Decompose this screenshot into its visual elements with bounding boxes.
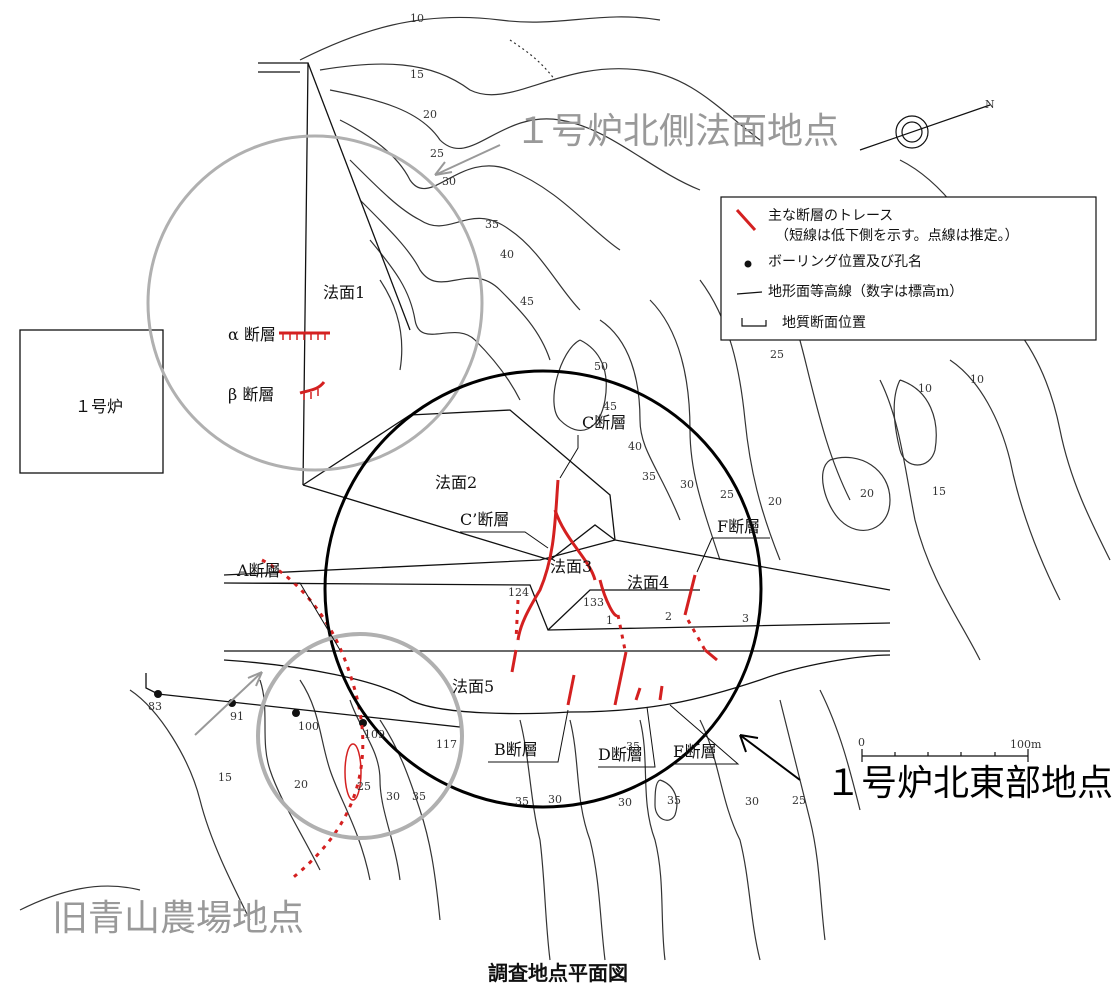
label-leaders <box>237 435 770 768</box>
svg-text:100: 100 <box>298 720 319 733</box>
legend-section: 地質断面位置 <box>782 315 866 331</box>
fault-a-label: A断層 <box>236 561 281 580</box>
scale-bar: 0 100m <box>858 736 1042 762</box>
svg-text:30: 30 <box>618 796 632 809</box>
callout-arrows <box>194 144 801 781</box>
north-arrow-label: N <box>985 98 995 111</box>
fault-traces <box>261 331 718 882</box>
contour-lines <box>19 16 1111 961</box>
svg-text:50: 50 <box>594 360 608 373</box>
svg-text:35: 35 <box>515 795 529 808</box>
svg-text:45: 45 <box>520 295 534 308</box>
svg-text:124: 124 <box>508 586 529 599</box>
slope-2-label: 法面2 <box>435 473 477 492</box>
svg-text:1: 1 <box>606 614 613 627</box>
fault-f-label: F断層 <box>717 517 760 536</box>
fault-b-label: B断層 <box>494 740 538 759</box>
svg-text:10: 10 <box>918 382 932 395</box>
svg-text:35: 35 <box>626 740 640 753</box>
svg-text:20: 20 <box>423 108 437 121</box>
svg-text:117: 117 <box>436 738 457 751</box>
fault-alpha-label: α 断層 <box>228 325 276 344</box>
fault-c-label: C断層 <box>582 413 626 432</box>
svg-text:25: 25 <box>720 488 734 501</box>
svg-text:3: 3 <box>742 612 749 625</box>
legend: 主な断層のトレース （短線は低下側を示す。点線は推定。） ボーリング位置及び孔名… <box>720 196 1097 341</box>
slope-5-label: 法面5 <box>452 677 494 696</box>
boring-section-line <box>145 673 461 728</box>
fault-beta-label: β 断層 <box>228 385 274 404</box>
svg-text:35: 35 <box>642 470 656 483</box>
svg-text:15: 15 <box>932 485 946 498</box>
site-aoyama-label: 旧青山農場地点 <box>52 898 304 939</box>
fault-c-prime-label: C’断層 <box>460 510 509 529</box>
svg-text:30: 30 <box>386 790 400 803</box>
svg-text:10: 10 <box>970 373 984 386</box>
borehole-labels: 83 91 100 109 117 124 133 1 2 3 <box>148 586 749 751</box>
structures <box>19 62 891 715</box>
legend-fault-trace: 主な断層のトレース <box>768 208 893 224</box>
svg-text:25: 25 <box>770 348 784 361</box>
site-north-slope-label: １号炉北側法面地点 <box>515 111 839 152</box>
site-circle-northeast <box>323 369 763 809</box>
svg-text:25: 25 <box>430 147 444 160</box>
slope-3-label: 法面3 <box>550 557 592 576</box>
svg-text:10: 10 <box>410 12 424 25</box>
svg-text:25: 25 <box>792 794 806 807</box>
svg-text:30: 30 <box>442 175 456 188</box>
svg-text:20: 20 <box>294 778 308 791</box>
svg-text:91: 91 <box>230 710 244 723</box>
legend-contour: 地形面等高線（数字は標高m） <box>768 283 963 300</box>
svg-text:133: 133 <box>583 596 604 609</box>
svg-text:40: 40 <box>500 248 514 261</box>
reactor-label: １号炉 <box>75 397 123 416</box>
fault-d-label: D断層 <box>598 745 643 764</box>
svg-text:20: 20 <box>860 487 874 500</box>
svg-text:2: 2 <box>665 610 672 623</box>
svg-text:83: 83 <box>148 700 162 713</box>
svg-text:109: 109 <box>364 728 385 741</box>
svg-text:35: 35 <box>485 218 499 231</box>
svg-text:35: 35 <box>412 790 426 803</box>
svg-text:45: 45 <box>603 400 617 413</box>
contour-number-labels: 10 15 20 25 30 35 40 45 50 45 40 35 30 2… <box>218 12 984 809</box>
scale-zero: 0 <box>858 736 865 749</box>
svg-text:30: 30 <box>548 793 562 806</box>
site-circle-aoyama <box>256 632 464 840</box>
fault-e-label: E断層 <box>673 742 717 761</box>
map-caption: 調査地点平面図 <box>488 961 628 985</box>
site-northeast-label: １号炉北東部地点 <box>825 763 1113 804</box>
legend-boring: ボーリング位置及び孔名 <box>768 254 922 270</box>
svg-text:15: 15 <box>410 68 424 81</box>
svg-text:30: 30 <box>680 478 694 491</box>
slope-1-label: 法面1 <box>323 283 365 302</box>
reactor-1-box <box>19 329 164 474</box>
scale-max: 100m <box>1010 738 1042 751</box>
svg-text:35: 35 <box>667 794 681 807</box>
slope-4-label: 法面4 <box>627 573 669 592</box>
north-arrow: N <box>859 98 995 151</box>
site-circle-north-slope <box>146 134 484 472</box>
svg-text:25: 25 <box>357 780 371 793</box>
svg-text:20: 20 <box>768 495 782 508</box>
svg-text:40: 40 <box>628 440 642 453</box>
svg-text:30: 30 <box>745 795 759 808</box>
legend-fault-note: （短線は低下側を示す。点線は推定。） <box>775 228 1019 244</box>
svg-text:15: 15 <box>218 771 232 784</box>
